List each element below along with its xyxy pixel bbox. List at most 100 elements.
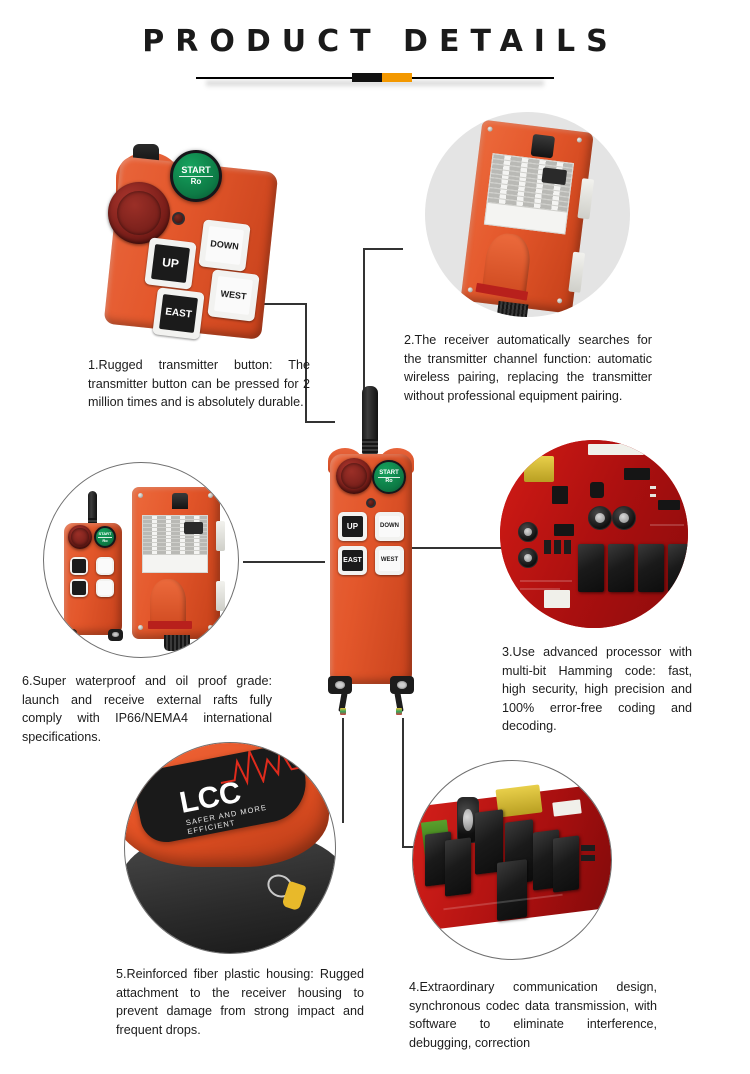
start-button-label-line1: START bbox=[98, 530, 112, 536]
connector-line-1-vertical bbox=[305, 303, 307, 423]
button-down bbox=[96, 557, 114, 575]
callout-text-3: 3.Use advanced processor with multi-bit … bbox=[502, 645, 692, 734]
pcb-electrolytic-capacitor bbox=[518, 548, 538, 568]
button-east bbox=[70, 579, 88, 597]
button-east[interactable]: EAST bbox=[338, 546, 367, 575]
callout-text-5: 5.Reinforced fiber plastic housing: Rugg… bbox=[116, 967, 364, 1037]
pcb-smd bbox=[581, 845, 595, 851]
button-west[interactable]: WEST bbox=[207, 269, 260, 322]
button-down-label: DOWN bbox=[205, 226, 244, 265]
start-button-separator bbox=[178, 176, 214, 177]
pcb-connector bbox=[544, 590, 570, 608]
label-row bbox=[143, 539, 207, 544]
divider-orange-segment bbox=[382, 73, 412, 82]
antenna bbox=[362, 386, 378, 458]
transmitter-right-clip bbox=[108, 629, 123, 641]
receiver-cable-cap bbox=[150, 579, 186, 629]
pcb-trace bbox=[650, 524, 684, 526]
receiver-spec-label bbox=[142, 515, 208, 573]
button-cap bbox=[98, 581, 112, 595]
divider-black-segment bbox=[352, 73, 382, 82]
button-up[interactable]: UP bbox=[338, 512, 367, 541]
button-up-label: UP bbox=[151, 244, 190, 283]
emergency-stop-button[interactable] bbox=[336, 458, 372, 494]
pcb-electrolytic-capacitor bbox=[612, 506, 636, 530]
status-led bbox=[172, 212, 185, 225]
start-button-label-line2: Ro bbox=[190, 177, 202, 186]
label-row bbox=[143, 523, 207, 528]
connector-line-4-vertical bbox=[402, 718, 404, 848]
connector-line-2-horizontal bbox=[363, 248, 403, 250]
title-divider bbox=[0, 70, 750, 88]
start-button: START Ro bbox=[94, 526, 116, 548]
receiver-top-connector bbox=[530, 133, 556, 159]
photo-pcb-relays-circle bbox=[412, 760, 612, 960]
pcb-electrolytic-capacitor bbox=[518, 522, 538, 542]
receiver-spec-label bbox=[483, 153, 575, 235]
connector-line-2-vertical bbox=[363, 248, 365, 423]
photo-pcb-processor-circle bbox=[500, 440, 688, 628]
label-row bbox=[143, 531, 207, 536]
transmitter-left-clip bbox=[328, 676, 352, 694]
receiver-screw bbox=[138, 625, 143, 630]
photo-transmitter-center: START Ro UP DOWN EAST WEST bbox=[322, 386, 420, 716]
label-row bbox=[143, 551, 207, 556]
button-down[interactable]: DOWN bbox=[198, 219, 251, 272]
button-down[interactable]: DOWN bbox=[375, 512, 404, 541]
receiver-voltage-strip bbox=[148, 621, 192, 629]
waveform-icon bbox=[220, 745, 306, 786]
receiver-device bbox=[449, 112, 608, 317]
photo-receiver-circle bbox=[425, 112, 630, 317]
button-east[interactable]: EAST bbox=[152, 287, 205, 340]
button-cap bbox=[98, 559, 112, 573]
callout-text-6: 6.Super waterproof and oil proof grade: … bbox=[22, 674, 272, 744]
start-button[interactable]: START Ro bbox=[372, 460, 406, 494]
button-west[interactable]: WEST bbox=[375, 546, 404, 575]
label-row bbox=[143, 516, 207, 520]
callout-text-4: 4.Extraordinary communication design, sy… bbox=[409, 980, 657, 1050]
button-up-label: UP bbox=[341, 515, 364, 538]
pcb-relay bbox=[497, 859, 527, 921]
start-button[interactable]: START Ro bbox=[170, 150, 222, 202]
page-title: PRODUCT DETAILS bbox=[142, 24, 619, 59]
emergency-stop-button[interactable] bbox=[108, 182, 170, 244]
label-row bbox=[143, 535, 207, 540]
pcb-relay bbox=[553, 835, 579, 893]
receiver-screw bbox=[208, 493, 213, 498]
pcb-trace bbox=[520, 588, 560, 590]
receiver-screw bbox=[208, 625, 213, 630]
pcb-regulator bbox=[552, 486, 568, 504]
pcb-smd bbox=[581, 855, 595, 861]
waterproof-receiver bbox=[128, 481, 226, 651]
pcb-electrolytic-capacitor bbox=[588, 506, 612, 530]
pcb-white-header bbox=[588, 444, 644, 455]
receiver-bottom-gland bbox=[496, 300, 529, 317]
button-up[interactable]: UP bbox=[144, 237, 197, 290]
label-row bbox=[143, 543, 207, 548]
label-row bbox=[143, 547, 207, 552]
button-cap bbox=[72, 559, 86, 573]
waterproof-transmitter: START Ro bbox=[60, 491, 126, 641]
connector-line-5-vertical bbox=[342, 718, 344, 823]
pcb-ic-chip bbox=[624, 468, 650, 480]
pcb-tact-switch bbox=[590, 482, 604, 498]
transmitter-right-clip bbox=[390, 676, 414, 694]
lcc-brand-plate: LCC SAFER AND MORE EFFICIENT bbox=[131, 743, 313, 847]
transmitter-left-clip bbox=[62, 629, 77, 641]
pcb-relay bbox=[638, 544, 664, 592]
start-button-separator bbox=[377, 476, 401, 478]
button-west-label: WEST bbox=[378, 549, 401, 572]
status-led bbox=[366, 498, 376, 508]
emergency-stop-button bbox=[68, 525, 92, 549]
connector-line-1-to-device bbox=[305, 421, 335, 423]
label-row bbox=[143, 519, 207, 524]
button-up bbox=[70, 557, 88, 575]
receiver-bottom-gland bbox=[164, 635, 190, 651]
receiver-brand-logo bbox=[183, 521, 204, 534]
button-cap bbox=[72, 581, 86, 595]
start-button-label-line2: Ro bbox=[385, 477, 393, 484]
antenna bbox=[88, 491, 97, 527]
start-button-label-line2: Ro bbox=[102, 537, 108, 543]
pcb-relay bbox=[608, 544, 634, 592]
